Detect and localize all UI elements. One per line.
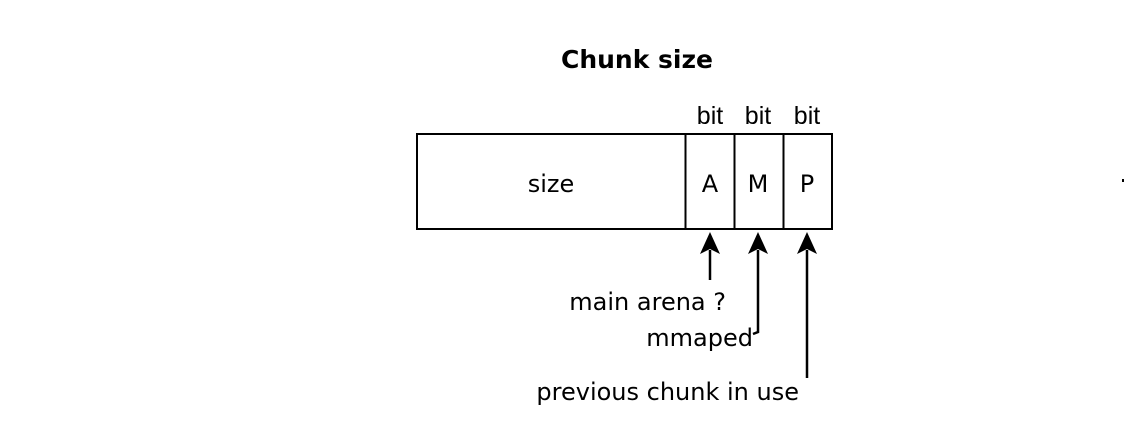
field-p: P	[800, 170, 814, 198]
bit-label-p: bit	[794, 102, 820, 130]
arrowhead-m-icon	[748, 232, 768, 254]
annotation-mmaped: mmaped	[646, 324, 753, 352]
arrow-a	[700, 232, 720, 280]
bit-label-a: bit	[697, 102, 723, 130]
diagram-title: Chunk size	[561, 45, 713, 74]
arrowhead-a-icon	[700, 232, 720, 254]
bit-label-m: bit	[745, 102, 771, 130]
chunk-size-field-box	[416, 133, 833, 230]
annotation-main-arena: main arena ?	[569, 288, 726, 316]
arrow-p	[797, 232, 817, 378]
field-m: M	[748, 170, 769, 198]
arrowhead-p-icon	[797, 232, 817, 254]
arrow-m	[748, 232, 768, 336]
annotation-previous-chunk-in-use: previous chunk in use	[536, 378, 799, 406]
edge-mark	[1122, 179, 1124, 182]
field-size: size	[528, 170, 575, 198]
field-a: A	[702, 170, 719, 198]
